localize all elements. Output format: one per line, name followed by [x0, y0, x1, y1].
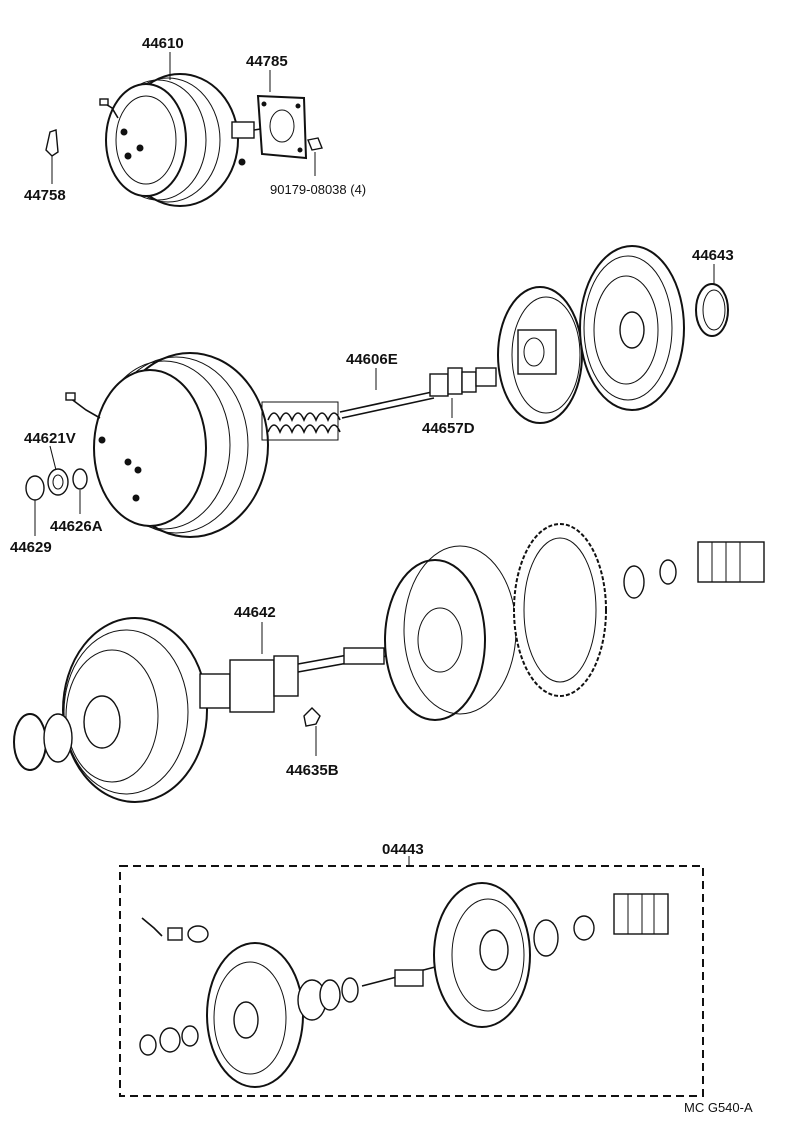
pushrod-44606E-drawing: [339, 391, 435, 419]
gear-plate-drawing: [513, 523, 607, 697]
brake-booster-assembly-drawing: [99, 73, 281, 207]
diaphragm-plate-drawing: [384, 545, 517, 721]
part-label-04443: 04443: [382, 841, 424, 858]
part-label-44642: 44642: [234, 604, 276, 621]
kit-04443-parts-drawing: [139, 882, 669, 1088]
part-label-44606E: 44606E: [346, 351, 398, 368]
part-label-44635B: 44635B: [286, 762, 339, 779]
part-label-44629: 44629: [10, 539, 52, 556]
part-label-44621V: 44621V: [24, 430, 76, 447]
nut-90179-drawing: [307, 137, 323, 151]
part-label-44758: 44758: [24, 187, 66, 204]
part-label-44610: 44610: [142, 35, 184, 52]
seal-ring-44643-drawing: [695, 283, 729, 337]
gasket-plate-drawing: [256, 94, 308, 160]
part-label-44626A: 44626A: [50, 518, 103, 535]
booster-shell-front-drawing: [65, 352, 269, 538]
part-label-44785: 44785: [246, 53, 288, 70]
boot-44657D-drawing: [429, 367, 497, 397]
part-label-90179: 90179-08038 (4): [270, 182, 366, 197]
clip-44758-drawing: [45, 129, 59, 157]
clip-44635B-drawing: [303, 707, 321, 727]
part-label-44657D: 44657D: [422, 420, 475, 437]
diaphragm-spring-drawing: [261, 401, 341, 441]
rear-shell-drawing: [579, 245, 685, 411]
kit-04443-boundary: [119, 865, 704, 1097]
valve-body-drawing: [497, 286, 583, 424]
bellows-boot-drawing: [623, 541, 765, 599]
diagram-code: MC G540-A: [684, 1100, 753, 1115]
leader-44621V: [49, 445, 57, 471]
part-label-44643: 44643: [692, 247, 734, 264]
small-parts-44621V-44626A-44629: [25, 468, 88, 501]
front-shell-lower-drawing: [13, 617, 208, 803]
piston-44642-drawing: [199, 641, 421, 713]
